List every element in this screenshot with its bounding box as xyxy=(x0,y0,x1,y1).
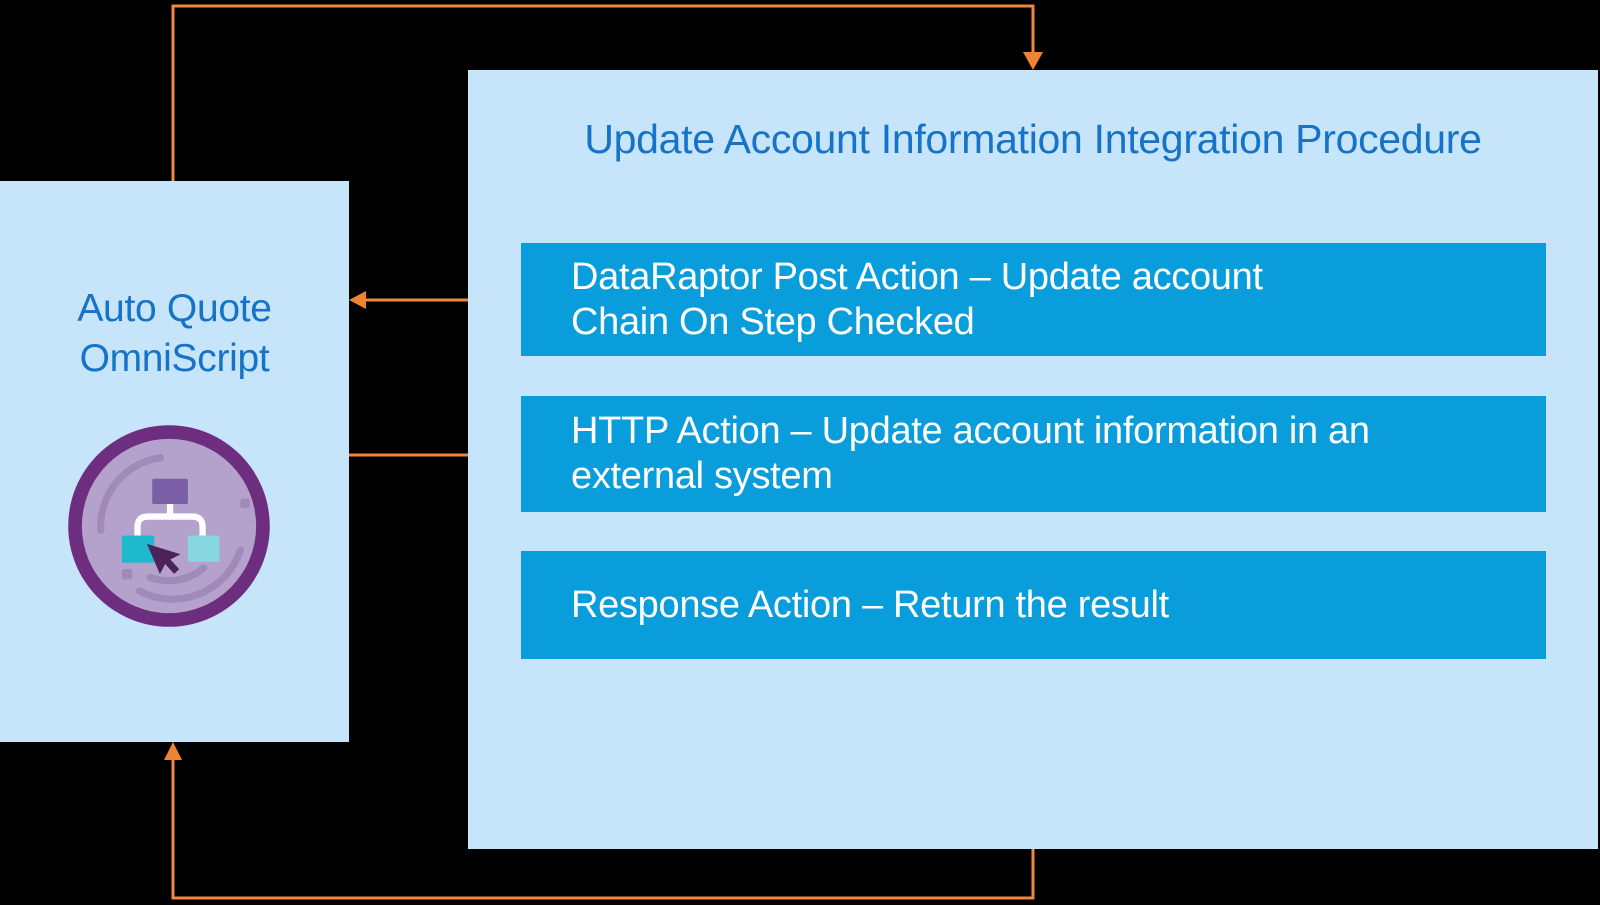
integration-procedure-title: Update Account Information Integration P… xyxy=(584,116,1482,162)
omniscript-icon-arcs xyxy=(97,454,244,603)
flow-node-top xyxy=(152,478,188,504)
omniscript-icon-dash-bottom-left xyxy=(121,569,133,580)
flow-node-left xyxy=(121,535,155,563)
step-dataraptor-post-action-label: DataRaptor Post Action – Update account … xyxy=(571,255,1263,343)
step-http-action: HTTP Action – Update account information… xyxy=(521,396,1546,512)
flow-connector xyxy=(134,499,206,540)
omniscript-node: Auto Quote OmniScript xyxy=(0,181,349,742)
integration-procedure-node: Update Account Information Integration P… xyxy=(468,70,1598,849)
top-connector-arrowhead xyxy=(1023,52,1043,70)
step-response-action-label: Response Action – Return the result xyxy=(571,583,1169,626)
omniscript-node-label: Auto Quote OmniScript xyxy=(77,287,272,380)
step-dataraptor-post-action: DataRaptor Post Action – Update account … xyxy=(521,243,1546,356)
return-connector-arrowhead xyxy=(164,742,182,760)
omniscript-icon-face xyxy=(81,438,257,614)
cursor-icon xyxy=(146,543,181,575)
dataraptor-to-omniscript-arrowhead xyxy=(349,291,366,309)
omniscript-icon-dash-right xyxy=(240,498,250,509)
omniscript-icon xyxy=(68,425,270,627)
step-http-action-label: HTTP Action – Update account information… xyxy=(571,410,1370,497)
step-response-action: Response Action – Return the result xyxy=(521,551,1546,659)
flow-node-right xyxy=(187,535,220,562)
